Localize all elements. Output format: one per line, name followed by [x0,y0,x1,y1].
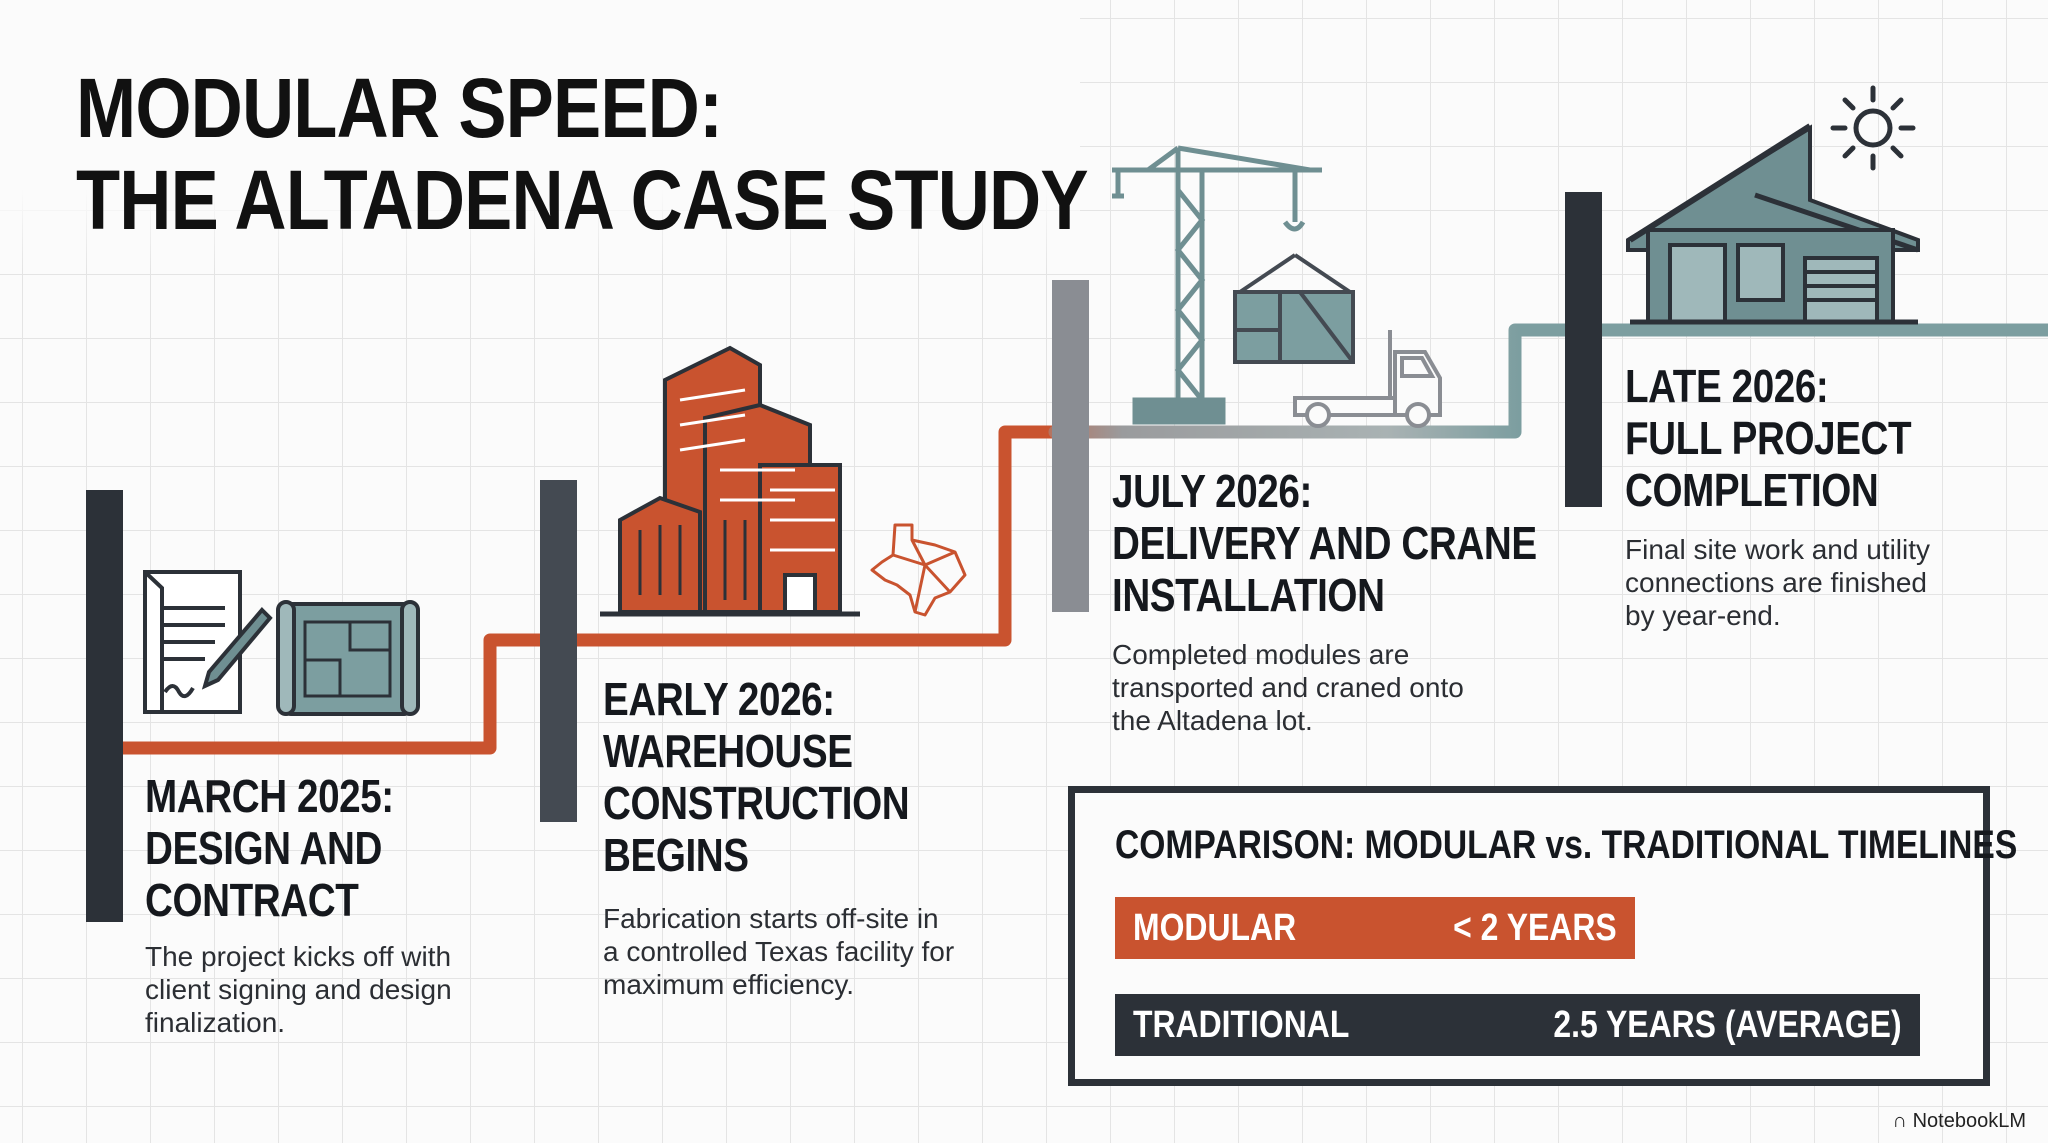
milestone-2-desc-line-1: Fabrication starts off-site in [603,903,939,934]
timeline-path [93,323,2048,755]
milestone-3-title-line-2: INSTALLATION [1112,569,1385,621]
milestone-1-title-line-1: DESIGN AND [145,822,382,874]
contract-document-icon [143,570,273,714]
comparison-bar-traditional: TRADITIONAL 2.5 YEARS (AVERAGE) [1115,994,1920,1056]
comparison-bar-modular: MODULAR < 2 YEARS [1115,897,1635,959]
milestone-4-title-line-2: COMPLETION [1625,464,1879,516]
milestone-2-desc-line-2: a controlled Texas facility for [603,936,955,967]
footer-brand-text: NotebookLM [1912,1110,2026,1132]
milestone-4-title-line-1: FULL PROJECT [1625,412,1912,464]
milestone-marker-2 [540,480,577,822]
milestone-2-description: Fabrication starts off-site in a control… [603,902,954,1001]
crane-icon [1112,145,1322,425]
milestone-1-title-line-2: CONTRACT [145,874,359,926]
milestone-3-heading: JULY 2026: DELIVERY AND CRANE INSTALLATI… [1112,465,1537,621]
notebooklm-logo-icon: ∩ [1892,1110,1913,1132]
page-title: MODULAR SPEED: THE ALTADENA CASE STUDY [76,61,1089,247]
milestone-2-heading: EARLY 2026: WAREHOUSE CONSTRUCTION BEGIN… [603,673,910,881]
milestone-marker-4 [1565,192,1602,507]
milestone-4-description: Final site work and utility connections … [1625,533,1930,632]
comparison-label-traditional: TRADITIONAL [1133,1004,1350,1046]
milestone-4-desc-line-2: connections are finished [1625,567,1927,598]
milestone-1-desc-line-1: The project kicks off with [145,941,452,972]
milestone-3-desc-line-3: the Altadena lot. [1112,705,1313,736]
milestone-marker-3 [1052,280,1089,612]
milestone-4-date: LATE 2026: [1625,360,1829,412]
sun-icon [1830,85,1916,171]
milestone-1-description: The project kicks off with client signin… [145,940,452,1039]
comparison-value-modular: < 2 YEARS [1453,907,1617,949]
milestone-3-desc-line-1: Completed modules are [1112,639,1410,670]
milestone-1-desc-line-3: finalization. [145,1007,286,1038]
milestone-4-desc-line-3: by year-end. [1625,600,1781,631]
title-line-2: THE ALTADENA CASE STUDY [76,153,1089,247]
milestone-3-title-line-1: DELIVERY AND CRANE [1112,517,1537,569]
milestone-4-desc-line-1: Final site work and utility [1625,534,1931,565]
milestone-4-heading: LATE 2026: FULL PROJECT COMPLETION [1625,360,1912,516]
milestone-3-description: Completed modules are transported and cr… [1112,638,1464,737]
milestone-2-date: EARLY 2026: [603,673,835,725]
delivery-truck-icon [1293,330,1442,428]
milestone-1-date: MARCH 2025: [145,770,394,822]
milestone-marker-1 [86,490,123,922]
comparison-panel: COMPARISON: MODULAR vs. TRADITIONAL TIME… [1068,786,2017,1086]
blueprint-icon [276,600,420,716]
texas-map-icon [870,523,967,617]
milestone-1-heading: MARCH 2025: DESIGN AND CONTRACT [145,770,394,926]
comparison-value-traditional: 2.5 YEARS (AVERAGE) [1553,1004,1902,1046]
modern-house-icon [1626,123,1920,325]
milestone-2-title-line-3: BEGINS [603,829,749,881]
module-box-icon [1233,253,1355,364]
milestone-2-desc-line-3: maximum efficiency. [603,969,855,1000]
milestone-1-desc-line-2: client signing and design [145,974,452,1005]
title-backdrop [0,0,1080,270]
factory-building-icon [600,345,860,617]
milestone-3-desc-line-2: transported and craned onto [1112,672,1464,703]
milestone-2-title-line-1: WAREHOUSE [603,725,853,777]
milestone-2-title-line-2: CONSTRUCTION [603,777,910,829]
comparison-title: COMPARISON: MODULAR vs. TRADITIONAL TIME… [1115,823,2018,867]
comparison-label-modular: MODULAR [1133,907,1297,949]
footer-brand: ∩ NotebookLM [1893,1110,2026,1133]
title-line-1: MODULAR SPEED: [76,61,723,155]
milestone-3-date: JULY 2026: [1112,465,1312,517]
